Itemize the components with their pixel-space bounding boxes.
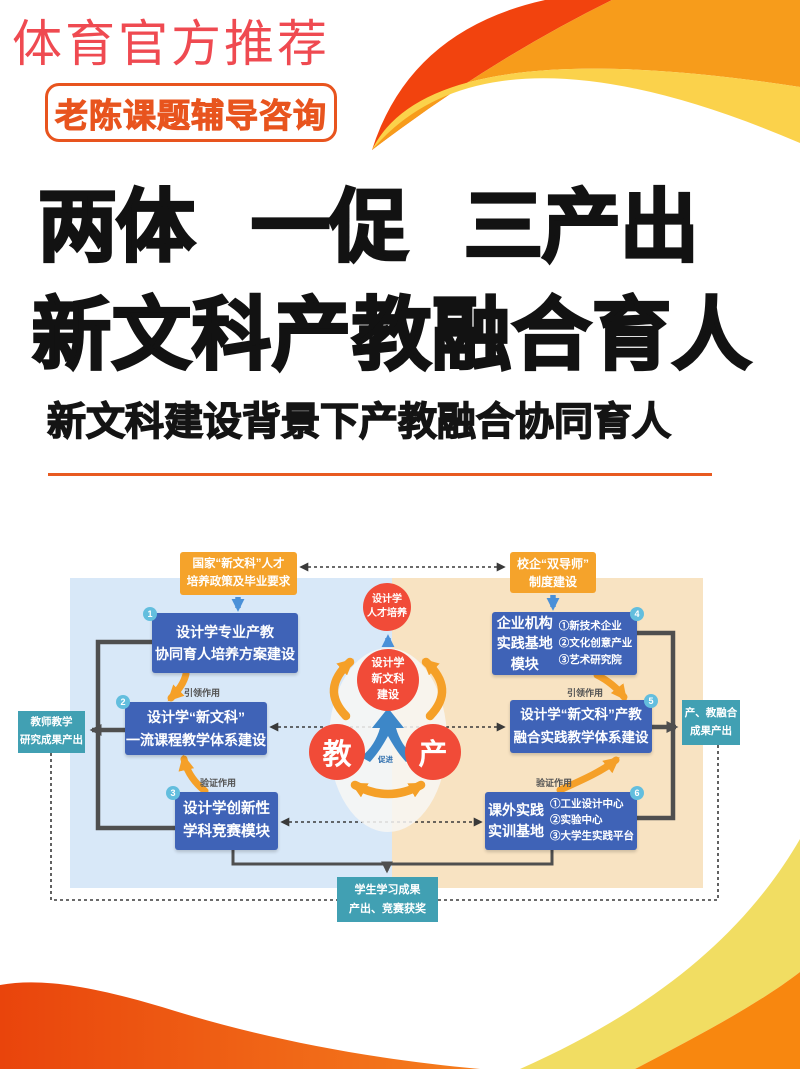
module-box-4: 企业机构 实践基地 模块 ①新技术企业 ②文化创意产业 ③艺术研究院	[492, 612, 637, 675]
box3-line2: 学科竞赛模块	[183, 824, 270, 840]
bottom-swoosh	[0, 839, 800, 1069]
construction-line2: 新文科	[371, 673, 405, 686]
main-title-line2: 新文科产教融合育人	[31, 290, 753, 379]
subtitle: 新文科建设背景下产教融合协同育人	[46, 401, 672, 444]
step-badge-5: 5	[644, 694, 658, 708]
policy-right-line1: 校企“双导师”	[516, 556, 589, 571]
box5-line1: 设计学“新文科”产教	[520, 707, 642, 723]
teal-right-line1: 产、教融合	[684, 706, 738, 719]
output-box-fusion: 产、教融合 成果产出	[682, 700, 740, 745]
badge-label: 老陈课题辅导咨询	[55, 96, 327, 134]
circle-teach: 教	[309, 724, 365, 780]
label-promote: 促进	[378, 755, 393, 764]
watermark-text: 体育官方推荐	[12, 16, 330, 72]
box4-item-1: ①新技术企业	[558, 620, 622, 633]
label-lead-right: 引领作用	[567, 688, 604, 698]
box4-item-3: ③艺术研究院	[558, 653, 622, 666]
step-badge-4: 4	[630, 607, 644, 621]
output-box-student: 学生学习成果 产出、竞赛获奖	[337, 877, 438, 922]
box2-line2: 一流课程教学体系建设	[126, 731, 266, 748]
module-box-6: 课外实践 实训基地 ①工业设计中心 ②实验中心 ③大学生实践平台	[485, 792, 637, 850]
module-box-1: 设计学专业产教 协同育人培养方案建设	[152, 613, 298, 673]
label-verify-left: 验证作用	[200, 778, 237, 788]
circle-produce: 产	[405, 724, 461, 780]
box4-title1: 企业机构	[496, 615, 553, 632]
circle-construction: 设计学 新文科 建设	[357, 649, 419, 711]
teal-bottom-line2: 产出、竞赛获奖	[349, 902, 426, 915]
box1-line1: 设计学专业产教	[176, 623, 274, 640]
teal-left-line2: 研究成果产出	[20, 734, 83, 746]
label-verify-right: 验证作用	[536, 778, 573, 788]
process-diagram: 国家“新文科”人才 培养政策及毕业要求 校企“双导师” 制度建设 设计学专业产教…	[0, 540, 800, 940]
teal-right-line2: 成果产出	[690, 724, 732, 737]
talent-line1: 设计学	[372, 594, 402, 605]
output-box-teacher: 教师教学 研究成果产出	[18, 711, 85, 753]
step-badge-3: 3	[166, 786, 180, 800]
box5-line2: 融合实践教学体系建设	[513, 729, 649, 745]
policy-left-line1: 国家“新文科”人才	[192, 557, 285, 570]
module-box-2: 设计学“新文科” 一流课程教学体系建设	[125, 702, 267, 755]
construction-line1: 设计学	[371, 657, 405, 670]
step-badge-2: 2	[116, 695, 130, 709]
box4-title3: 模块	[510, 655, 539, 672]
box6-items: ①工业设计中心 ②实验中心 ③大学生实践平台	[550, 797, 634, 844]
box4-title2: 实践基地	[496, 635, 553, 652]
teal-left-line1: 教师教学	[30, 716, 73, 729]
box1-line2: 协同育人培养方案建设	[155, 646, 295, 662]
policy-box-school: 校企“双导师” 制度建设	[510, 552, 596, 593]
diagram-connectors	[50, 562, 719, 901]
policy-right-line2: 制度建设	[528, 574, 577, 589]
construction-line3: 建设	[377, 688, 399, 701]
box6-item-3: ③大学生实践平台	[550, 829, 634, 842]
divider-rule	[48, 473, 712, 476]
box6-title1: 课外实践	[488, 802, 544, 818]
box4-title: 企业机构 实践基地 模块	[497, 613, 553, 674]
module-box-3: 设计学创新性 学科竞赛模块	[175, 792, 278, 850]
talent-line2: 人才培养	[367, 608, 407, 619]
module-box-5: 设计学“新文科”产教 融合实践教学体系建设	[510, 700, 652, 753]
policy-left-line2: 培养政策及毕业要求	[186, 575, 291, 588]
box2-line1: 设计学“新文科”	[147, 709, 245, 726]
top-right-swoosh	[372, 0, 800, 150]
badge: 老陈课题辅导咨询	[45, 83, 337, 142]
box6-title: 课外实践 实训基地	[488, 800, 544, 842]
teal-bottom-line1: 学生学习成果	[354, 883, 421, 896]
box6-item-2: ②实验中心	[550, 814, 603, 827]
box4-items: ①新技术企业 ②文化创意产业 ③艺术研究院	[559, 618, 633, 668]
label-lead-left: 引领作用	[184, 688, 221, 698]
main-title-line1: 两体 一促 三产出	[37, 182, 701, 271]
box4-item-2: ②文化创意产业	[558, 637, 633, 650]
box6-title2: 实训基地	[488, 823, 544, 839]
box3-line1: 设计学创新性	[183, 800, 270, 817]
step-badge-1: 1	[143, 607, 157, 621]
step-badge-6: 6	[630, 786, 644, 800]
policy-box-national: 国家“新文科”人才 培养政策及毕业要求	[180, 552, 297, 595]
box6-item-1: ①工业设计中心	[550, 798, 624, 811]
circle-talent: 设计学 人才培养	[363, 583, 411, 631]
